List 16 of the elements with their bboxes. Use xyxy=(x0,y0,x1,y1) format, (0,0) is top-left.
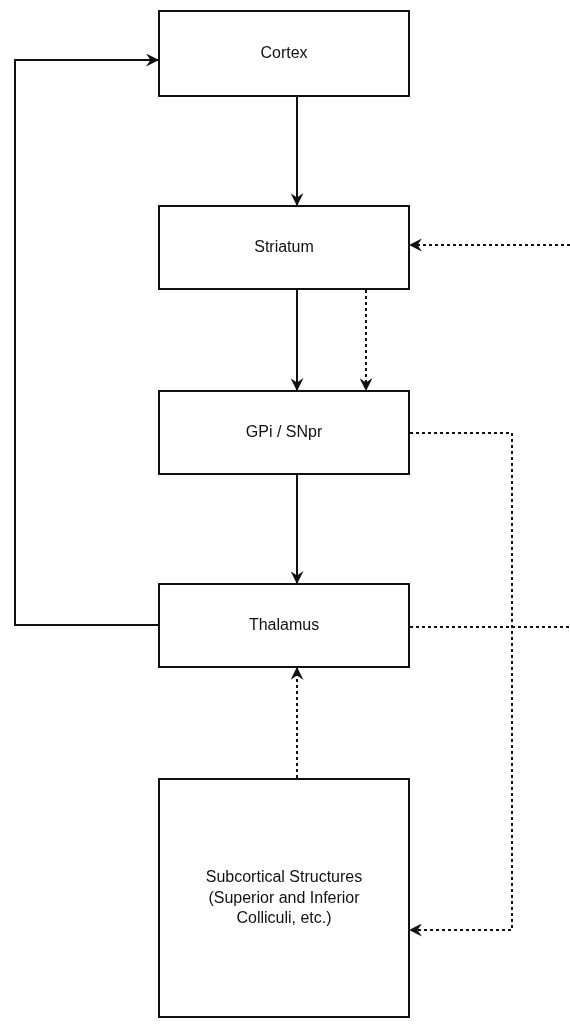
node-label: Striatum xyxy=(254,237,314,258)
arrow xyxy=(290,96,304,207)
arrow xyxy=(290,474,304,585)
process-box xyxy=(158,583,410,668)
process-box xyxy=(158,778,410,1018)
process-box xyxy=(158,10,410,97)
arrow xyxy=(290,666,304,779)
arrow xyxy=(290,289,304,392)
arrow xyxy=(359,289,373,392)
arrow xyxy=(14,53,160,626)
process-box xyxy=(158,390,410,475)
node-label: Thalamus xyxy=(248,615,320,636)
node-label: Subcortical Structures (Superior and Inferior Colliculi, etc.) xyxy=(204,866,364,929)
node-label: GPi / SNpr xyxy=(245,422,323,443)
process-box xyxy=(158,205,410,290)
node-label: Cortex xyxy=(260,43,308,64)
